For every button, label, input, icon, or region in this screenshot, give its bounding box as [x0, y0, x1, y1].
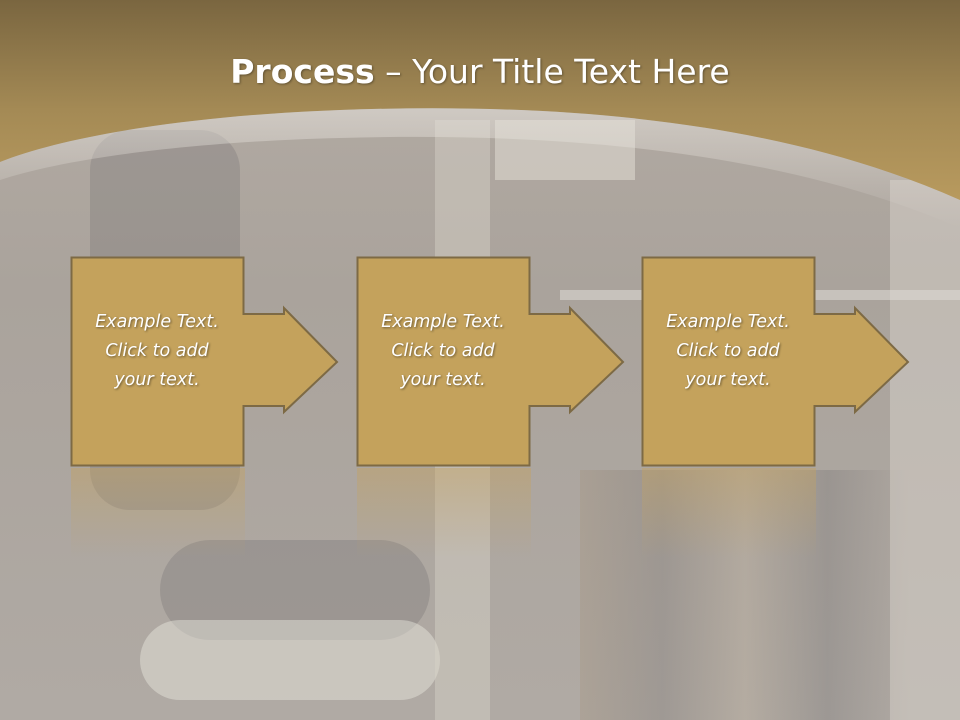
step-1-reflection — [71, 468, 245, 558]
step-1-shape — [70, 256, 339, 467]
title-band — [0, 0, 960, 228]
process-step-1[interactable]: Example Text. Click to add your text. — [70, 256, 370, 467]
step-3-shape — [641, 256, 910, 467]
process-step-2[interactable]: Example Text. Click to add your text. — [356, 256, 656, 467]
title-bold: Process — [230, 52, 375, 91]
step-2-shape — [356, 256, 625, 467]
step-2-reflection — [357, 468, 531, 558]
step-2-text: Example Text. Click to add your text. — [381, 312, 505, 390]
step-3-text: Example Text. Click to add your text. — [666, 312, 790, 390]
step-1-text: Example Text. Click to add your text. — [95, 312, 219, 390]
title-rest: – Your Title Text Here — [374, 52, 730, 91]
slide-title[interactable]: Process – Your Title Text Here — [0, 52, 960, 91]
process-step-3[interactable]: Example Text. Click to add your text. — [641, 256, 941, 467]
step-3-reflection — [642, 468, 816, 558]
